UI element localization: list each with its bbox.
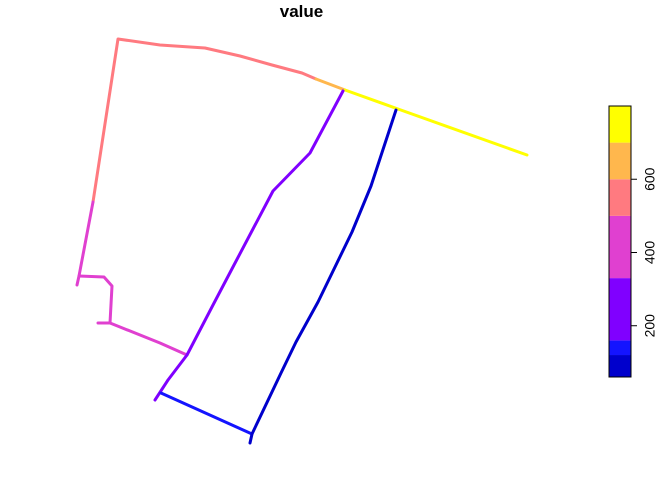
legend-band-1 [609, 340, 631, 356]
plot-title: value [279, 2, 324, 21]
legend-tick-label: 200 [642, 314, 658, 338]
road-segment-lower-magenta [108, 321, 189, 357]
road-network [75, 37, 529, 445]
legend-tick-label: 400 [642, 241, 658, 265]
legend-band-0 [609, 355, 631, 377]
legend-band-5 [609, 142, 631, 180]
legend-band-4 [609, 179, 631, 216]
legend-band-3 [609, 215, 631, 279]
legend-colorbar [608, 105, 632, 378]
road-segment-top-left [91, 37, 318, 204]
road-segment-left-magenta [75, 200, 95, 287]
legend-frame [608, 105, 632, 378]
road-segment-right-darkblue [248, 108, 398, 445]
road-segment-top-orange [314, 77, 347, 92]
road-segment-center-purple [153, 89, 345, 402]
road-segment-left-loop [77, 274, 114, 325]
legend-band-2 [609, 278, 631, 341]
legend-band-6 [609, 106, 631, 143]
road-segment-top-yellow [343, 88, 529, 157]
legend-axis: 200 400 600 [631, 167, 658, 337]
road-segment-bottom-blue [159, 391, 254, 436]
legend-tick-label: 600 [642, 167, 658, 191]
